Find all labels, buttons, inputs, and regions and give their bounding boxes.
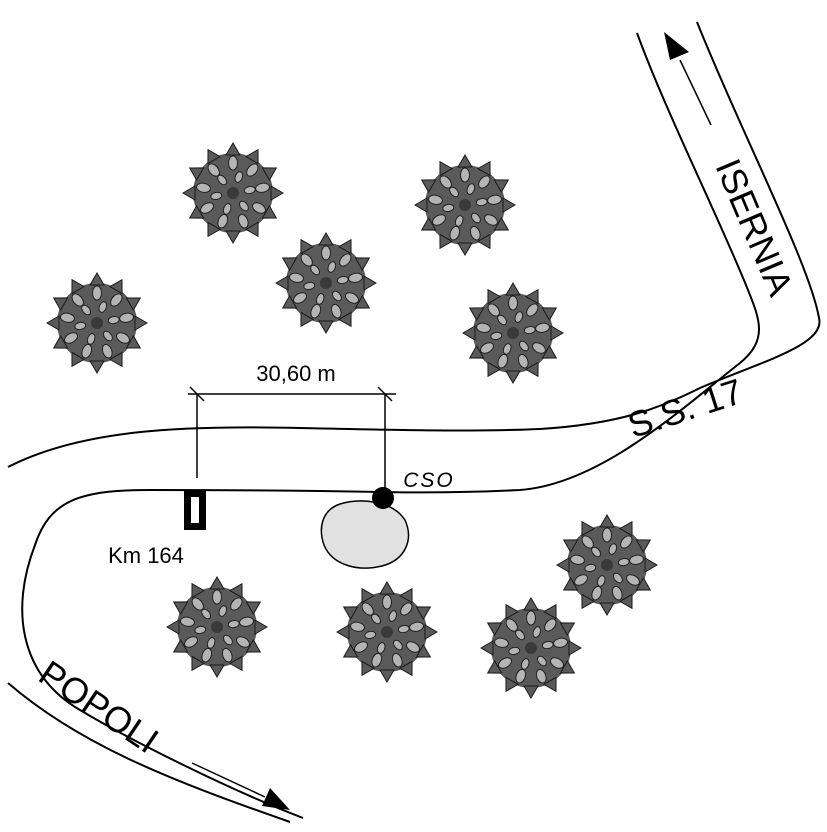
road-inner-edge <box>21 32 760 819</box>
pond-icon <box>320 500 410 569</box>
direction-arrow-icon <box>191 762 290 810</box>
tree-canopy-icon <box>336 581 438 683</box>
tree-canopy-icon <box>480 597 582 699</box>
milestone-label: Km 164 <box>108 543 184 568</box>
tree-canopy-icon <box>414 154 516 256</box>
tree-canopy-icon <box>182 142 284 244</box>
tree-canopy-icon <box>556 514 658 616</box>
road-lower-edge <box>7 682 291 823</box>
tree-canopy-icon <box>275 232 377 334</box>
tree-canopy-icon <box>166 576 268 678</box>
milestone-icon <box>184 490 206 530</box>
road-outer-edge <box>7 21 821 468</box>
direction-arrow-icon <box>664 32 712 126</box>
distance-label: 30,60 m <box>256 361 336 386</box>
tree-canopy-icon <box>462 282 564 384</box>
tree-canopy-icon <box>46 272 148 374</box>
road <box>7 21 821 823</box>
station-point-icon <box>372 487 394 509</box>
distance-dimension <box>188 386 396 490</box>
station-label: CSO <box>403 469 455 492</box>
road-name: S.S. 17 <box>623 370 748 445</box>
